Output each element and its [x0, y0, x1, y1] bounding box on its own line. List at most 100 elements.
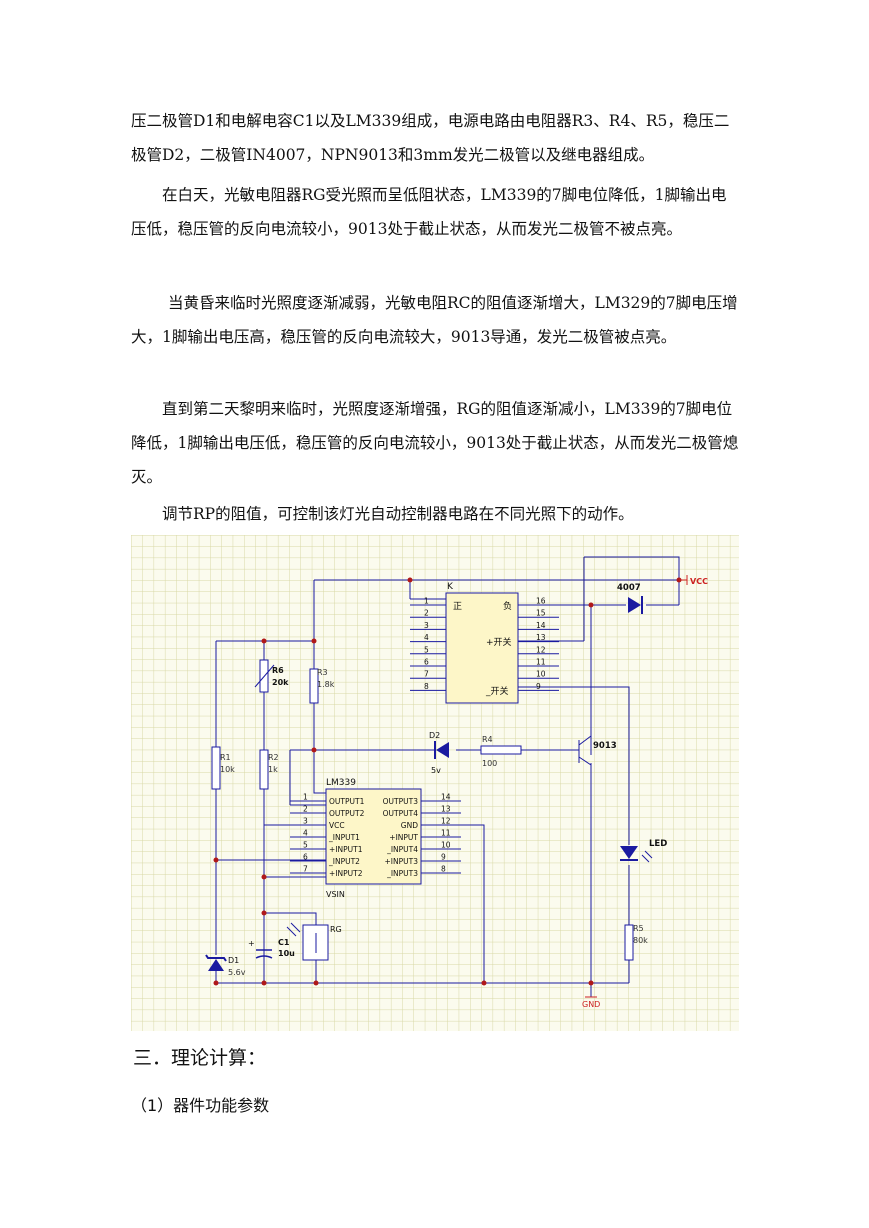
c1-capacitor: + C1 10u	[248, 938, 295, 959]
d1-zener: D1 5.6v	[205, 954, 246, 977]
r2-label: R2	[268, 753, 279, 762]
lm339-left-pin-name: OUTPUT2	[329, 809, 365, 818]
relay-right-pin-number: 14	[536, 621, 546, 630]
r1-label: R1	[220, 753, 231, 762]
r4-resistor: R4 100	[480, 735, 522, 768]
relay-left-pin-number: 2	[424, 609, 429, 618]
r1-value: 10k	[220, 765, 235, 774]
d1-label: D1	[228, 956, 239, 965]
relay-left-pin-number: 5	[424, 645, 429, 654]
lm339-left-pin-name: +INPUT2	[329, 869, 363, 878]
r1-resistor: R1 10k	[211, 746, 235, 790]
lm339-right-pin-number: 8	[441, 865, 446, 874]
paragraph-dawn: 直到第二天黎明来临时，光照度逐渐增强，RG的阻值逐渐减小，LM339的7脚电位降…	[131, 400, 739, 486]
relay-left-pin-number: 8	[424, 682, 429, 691]
relay-left-pin-number: 4	[424, 633, 429, 642]
lm339-left-pin-number: 3	[303, 817, 308, 826]
d2-label: D2	[429, 731, 440, 740]
junction-dots	[213, 577, 682, 986]
lm339-right-pin-name: OUTPUT3	[383, 797, 419, 806]
relay-pos: 正	[453, 602, 462, 612]
relay-label: K	[447, 582, 454, 592]
lm339-left-pin-name: +INPUT1	[329, 845, 363, 854]
vcc-4007: VCC 4007	[617, 575, 708, 614]
relay-sw-neg: _开关	[485, 685, 509, 697]
r4-label: R4	[482, 735, 493, 744]
lm339-left-pin-number: 1	[303, 793, 308, 802]
c1-value: 10u	[278, 949, 295, 958]
relay-right-pin-number: 15	[536, 609, 546, 618]
lm339-right-pin-number: 14	[441, 793, 451, 802]
lm339-right-pin-name: _INPUT4	[386, 845, 418, 854]
d2-zener: D2 5v	[429, 731, 449, 775]
wires	[215, 556, 680, 997]
relay-left-pin-number: 3	[424, 621, 429, 630]
c1-label: C1	[278, 938, 290, 947]
r5-resistor: R5 80k	[624, 924, 648, 961]
relay-left-pin-number: 7	[424, 670, 429, 679]
lm339-right-pin-name: _INPUT3	[386, 869, 418, 878]
r6-value: 20k	[272, 678, 289, 687]
r2-value: 1k	[268, 765, 278, 774]
relay-left-pin-number: 1	[424, 597, 429, 606]
rg-photoresistor: RG	[286, 922, 342, 961]
d1-value: 5.6v	[228, 968, 246, 977]
relay-left-pins: 1 2 3 4 5 6 7 8	[410, 597, 446, 691]
diode-4007-label: 4007	[617, 583, 641, 593]
lm339-left-pin-name: _INPUT1	[328, 833, 360, 842]
r2-resistor: R2 1k	[259, 749, 279, 790]
paragraph-adjust: 调节RP的阻值，可控制该灯光自动控制器电路在不同光照下的动作。	[162, 505, 634, 523]
relay-right-pin-number: 11	[536, 658, 546, 667]
relay-right-pins: 16 15 14 13 12 11 10 9	[518, 597, 559, 691]
led: LED	[620, 839, 667, 863]
r3-resistor: R3 1.8k	[309, 668, 335, 704]
gnd-symbol: GND	[582, 996, 600, 1009]
lm339-left-pin-number: 4	[303, 829, 308, 838]
relay-sw-pos: +开关	[486, 636, 512, 648]
lm339-right-pins: 14OUTPUT313OUTPUT412GND11+INPUT10_INPUT4…	[383, 793, 461, 878]
relay-neg: 负	[503, 600, 512, 612]
lm339-right-pin-name: +INPUT3	[385, 857, 419, 866]
lm339-left-pin-number: 6	[303, 853, 308, 862]
paragraph-dusk: 当黄昏来临时光照度逐渐减弱，光敏电阻RC的阻值逐渐增大，LM329的7脚电压增大…	[131, 294, 738, 346]
lm339-right-pin-number: 11	[441, 829, 451, 838]
relay-right-pin-number: 10	[536, 670, 546, 679]
lm339-right-pin-name: GND	[401, 821, 418, 830]
transistor-9013: 9013	[578, 735, 617, 766]
lm339-left-pin-number: 7	[303, 865, 308, 874]
led-label: LED	[649, 839, 667, 849]
d2-value: 5v	[431, 766, 441, 775]
rg-label: RG	[330, 925, 342, 934]
lm339-left-pin-number: 2	[303, 805, 308, 814]
r6-potentiometer: R6 20k	[254, 659, 289, 693]
relay-right-pin-number: 9	[536, 682, 541, 691]
lm339-right-pin-number: 10	[441, 841, 451, 850]
relay-right-pin-number: 16	[536, 597, 546, 606]
relay-right-pin-number: 12	[536, 645, 546, 654]
lm339-right-pin-name: +INPUT	[389, 833, 418, 842]
r5-value: 80k	[633, 936, 648, 945]
lm339-vsin: VSIN	[326, 890, 345, 899]
svg-text:+: +	[248, 939, 255, 948]
q-label: 9013	[593, 741, 617, 751]
r5-label: R5	[633, 924, 644, 933]
lm339-left-pin-number: 5	[303, 841, 308, 850]
paragraph-components: 压二极管D1和电解电容C1以及LM339组成，电源电路由电阻器R3、R4、R5，…	[131, 112, 730, 164]
lm339-left-pin-name: _INPUT2	[328, 857, 360, 866]
lm339-left-pin-name: VCC	[329, 821, 345, 830]
vcc-label: VCC	[690, 577, 708, 586]
lm339-right-pin-number: 12	[441, 817, 451, 826]
r6-label: R6	[272, 666, 284, 675]
relay-left-pin-number: 6	[424, 658, 429, 667]
lm339-label: LM339	[326, 778, 356, 788]
lm339-right-pin-name: OUTPUT4	[383, 809, 419, 818]
relay-right-pin-number: 13	[536, 633, 546, 642]
r4-value: 100	[482, 759, 497, 768]
lm339-right-pin-number: 9	[441, 853, 446, 862]
paragraph-daytime: 在白天，光敏电阻器RG受光照而呈低阻状态，LM339的7脚电位降低，1脚输出电压…	[131, 186, 727, 238]
r3-value: 1.8k	[317, 680, 335, 689]
